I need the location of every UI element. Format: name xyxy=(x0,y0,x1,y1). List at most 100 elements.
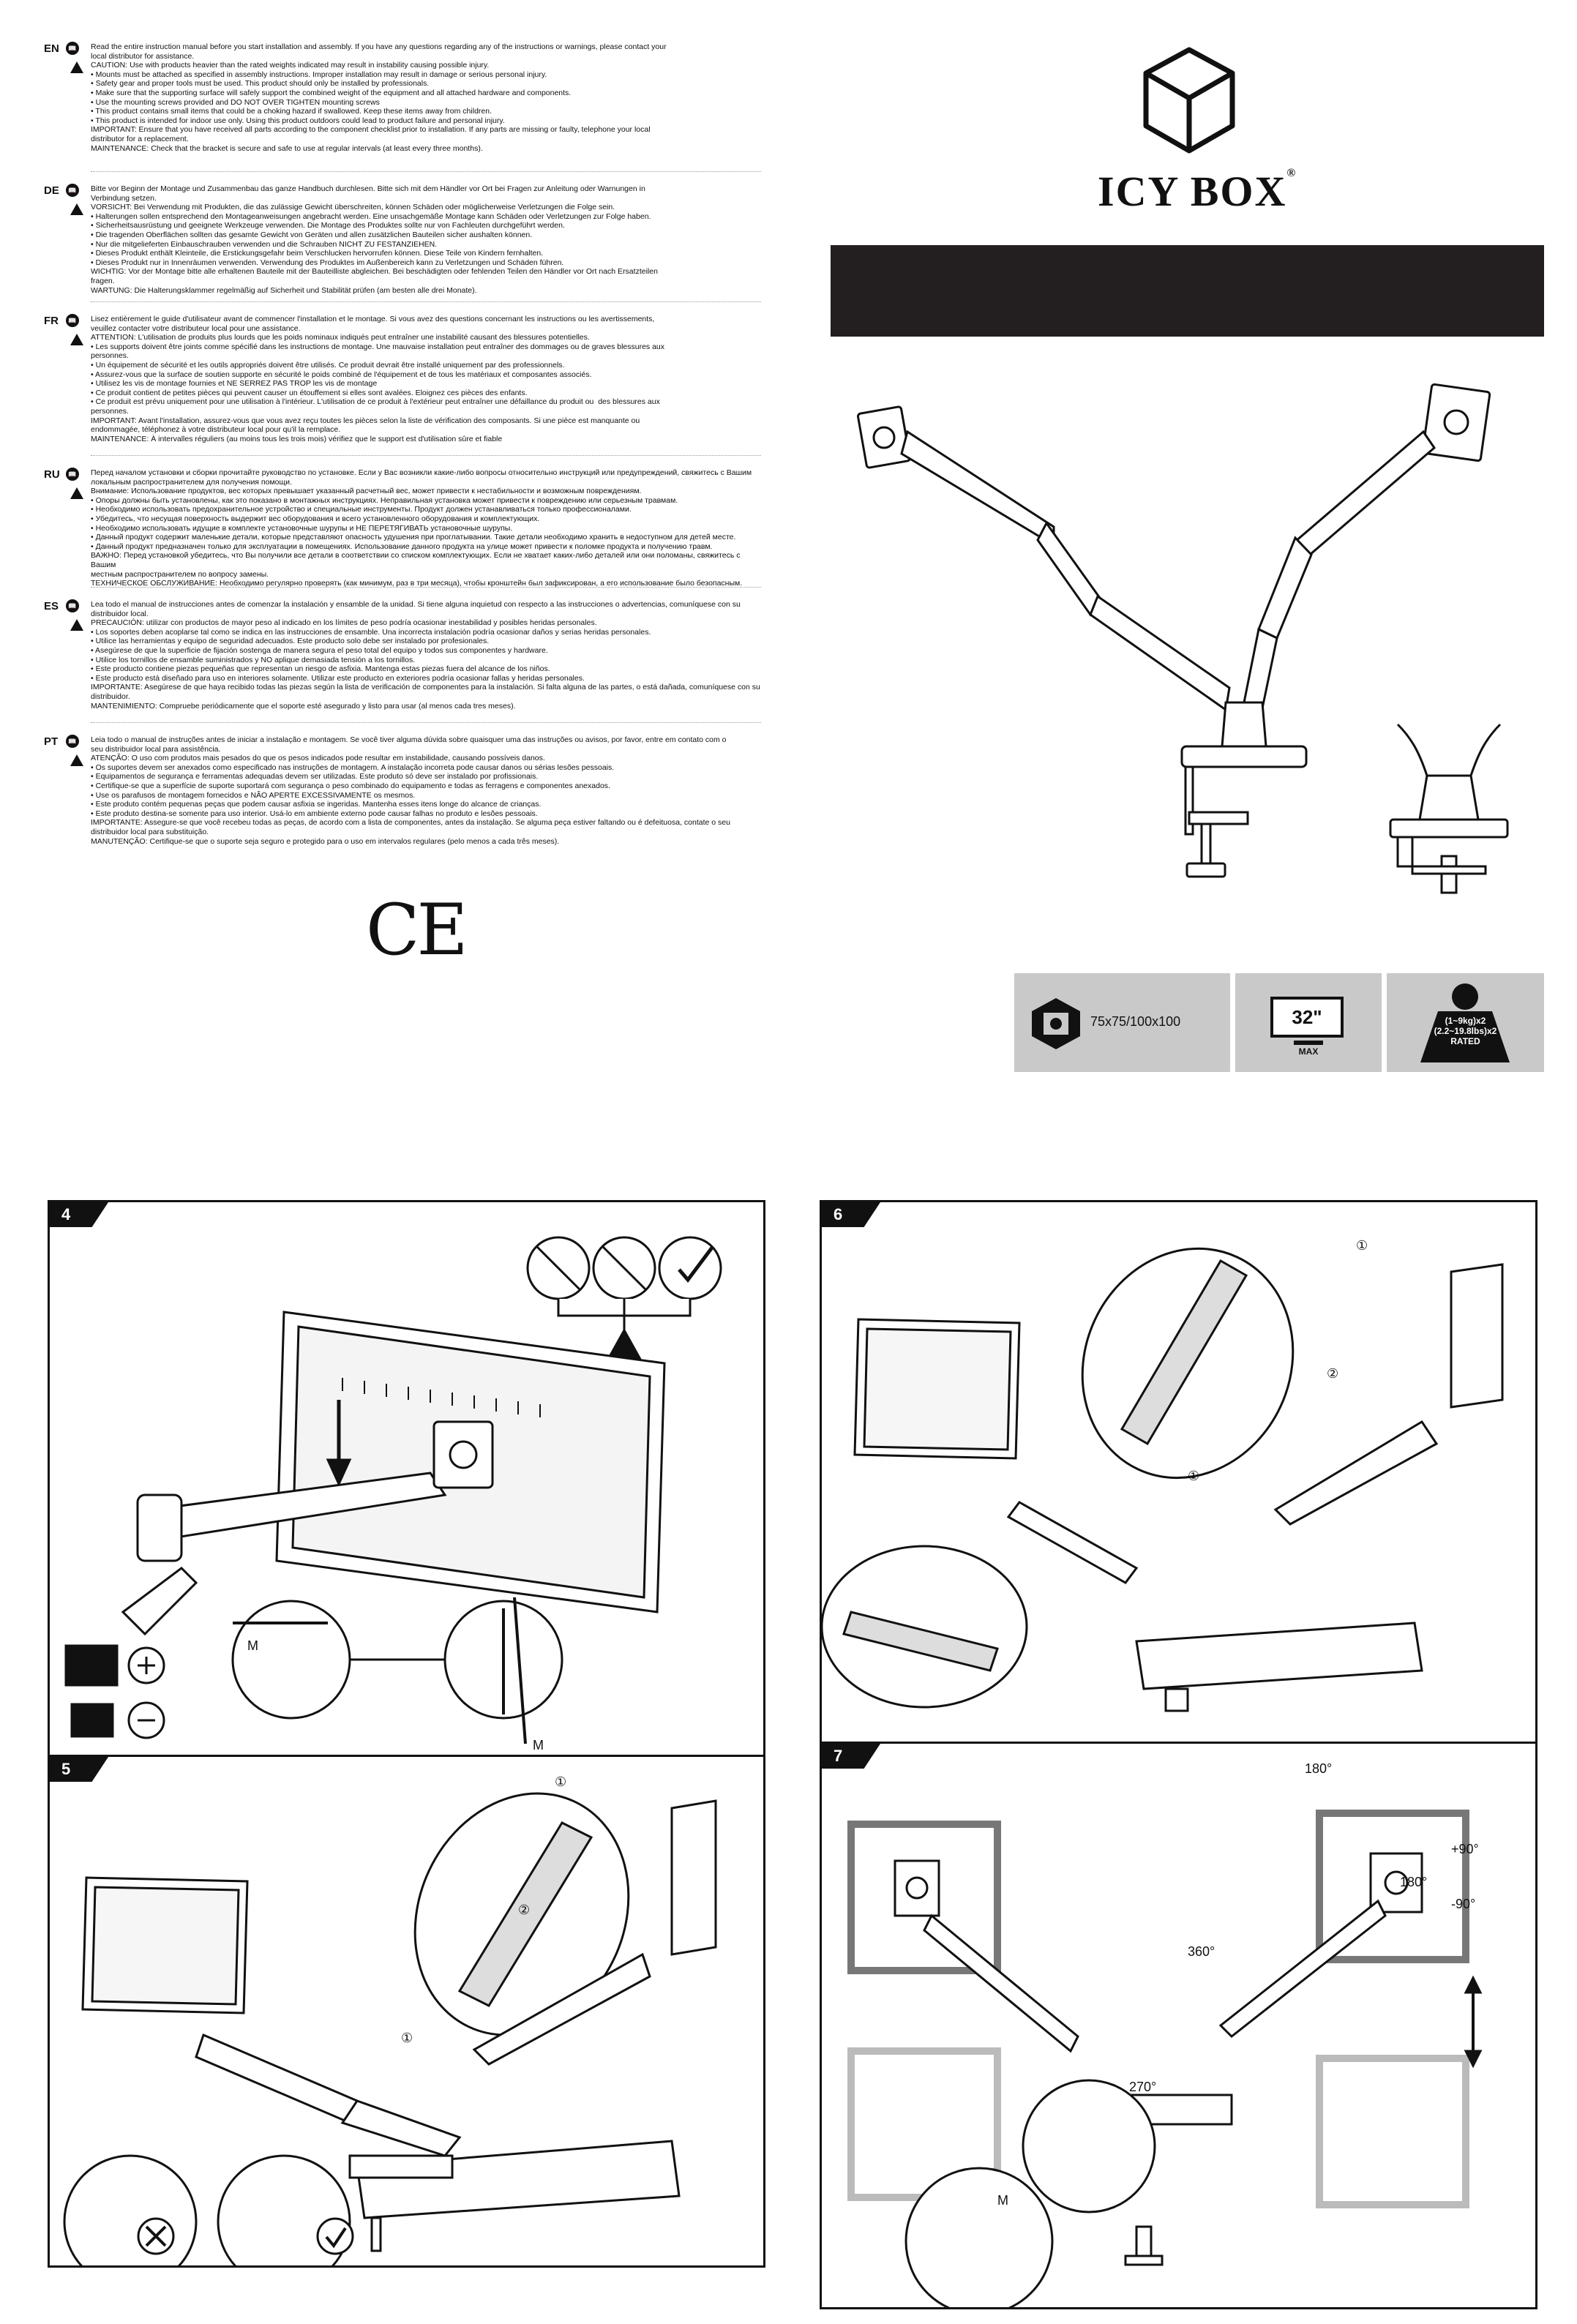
step-4-label-m1: M xyxy=(247,1638,258,1653)
step-5-illustration: ① ② ① xyxy=(63,1774,717,2265)
divider xyxy=(91,301,761,302)
safety-text: Bitte vor Beginn der Montage und Zusamme… xyxy=(91,184,761,295)
safety-line: personnes. xyxy=(91,351,129,361)
safety-line: • Ce produit contient de petites pièces … xyxy=(91,388,528,397)
safety-line: • Die tragenden Oberflächen sollten das … xyxy=(91,230,533,239)
safety-line: • Este producto está diseñado para uso e… xyxy=(91,673,585,683)
safety-line: • Assurez-vous que la surface de soutien… xyxy=(91,370,592,379)
safety-text: Перед началом установки и сборки прочита… xyxy=(91,468,761,588)
step-7-panel: 7 180° 180° +90° -90° 360° 270° M xyxy=(820,1742,1537,2309)
safety-line: • Equipamentos de segurança e ferramenta… xyxy=(91,772,539,781)
step-7-illustration: 180° 180° +90° -90° 360° 270° M xyxy=(847,1761,1483,2307)
spec-screen-size: 32" MAX xyxy=(1235,973,1382,1072)
safety-line: • Use the mounting screws provided and D… xyxy=(91,97,380,107)
safety-line: • Опоры должны быть установлены, как это… xyxy=(91,495,678,505)
safety-line: Внимание: Использование продуктов, вес к… xyxy=(91,487,642,496)
language-code: ES xyxy=(44,600,59,612)
safety-text: Leia todo o manual de instruções antes d… xyxy=(91,735,761,846)
safety-line: ATENÇÃO: O uso com produtos mais pesados… xyxy=(91,754,545,763)
safety-line: • Este produto destina-se somente para u… xyxy=(91,809,538,818)
safety-line: Перед началом установки и сборки прочита… xyxy=(91,468,752,477)
safety-line: • Un équipement de sécurité et les outil… xyxy=(91,360,565,370)
step-7-label-minus90: -90° xyxy=(1451,1897,1475,1911)
safety-line: • Убедитесь, что несущая поверхность выд… xyxy=(91,514,540,523)
safety-line: distribuidor local para substituição. xyxy=(91,827,209,836)
safety-line: • Необходимо использовать идущие в компл… xyxy=(91,523,513,533)
safety-line: • Dieses Produkt enthält Kleinteile, die… xyxy=(91,249,544,258)
step-7-label-180a: 180° xyxy=(1305,1761,1332,1776)
safety-line: CAUTION: Use with products heavier than … xyxy=(91,61,490,70)
step-6-label-1a: ① xyxy=(1356,1238,1368,1253)
safety-line: • Данный продукт предназначен только для… xyxy=(91,541,713,551)
product-illustration xyxy=(856,383,1491,878)
manual-icon: 📖 xyxy=(66,184,79,197)
title-bar xyxy=(831,245,1544,337)
brand-logo-text: ICY BOX® xyxy=(1098,167,1297,216)
safety-line: Read the entire instruction manual befor… xyxy=(91,42,667,51)
safety-line: MANUTENÇÃO: Certifique-se que o suporte … xyxy=(91,836,560,846)
safety-line: MAINTENANCE: À intervalles réguliers (au… xyxy=(91,434,503,443)
safety-line: local distributor for assistance. xyxy=(91,51,195,61)
safety-line: местным распространителем по вопросу зам… xyxy=(91,569,269,579)
safety-line: локальным распространителем для получени… xyxy=(91,477,292,487)
step-7-label-360: 360° xyxy=(1188,1944,1215,1959)
spec-vesa: 75x75/100x100 xyxy=(1014,973,1230,1072)
step-5-number: 5 xyxy=(50,1757,108,1782)
safety-line: Bitte vor Beginn der Montage und Zusamme… xyxy=(91,184,645,193)
registered-mark: ® xyxy=(1286,167,1297,179)
weight-text: (1~9kg)x2 (2.2~19.8lbs)x2 RATED xyxy=(1416,1016,1515,1046)
safety-line: IMPORTANTE: Asegúrese de que haya recibi… xyxy=(91,683,760,692)
safety-line: MAINTENANCE: Check that the bracket is s… xyxy=(91,143,483,153)
safety-line: IMPORTANT: Avant l'installation, assurez… xyxy=(91,416,640,425)
safety-text: Lea todo el manual de instrucciones ante… xyxy=(91,600,761,711)
step-5-label-1a: ① xyxy=(555,1774,566,1789)
safety-line: • Los soportes deben acoplarse tal como … xyxy=(91,627,651,637)
language-code: DE xyxy=(44,184,59,197)
safety-line: ТЕХНИЧЕСКОЕ ОБСЛУЖИВАНИЕ: Необходимо рег… xyxy=(91,579,743,588)
safety-line: seu distribuidor local para assistência. xyxy=(91,744,221,754)
safety-line: Lea todo el manual de instrucciones ante… xyxy=(91,600,741,609)
step-7-label-m: M xyxy=(997,2193,1008,2208)
manual-icon: 📖 xyxy=(66,599,79,612)
language-code: EN xyxy=(44,42,59,55)
safety-line: • Необходимо использовать предохранитель… xyxy=(91,505,632,514)
step-7-label-270: 270° xyxy=(1129,2080,1156,2094)
divider xyxy=(91,722,761,723)
safety-line: • Mounts must be attached as specified i… xyxy=(91,70,547,79)
safety-line: distribuidor. xyxy=(91,691,130,701)
manual-icon: 📖 xyxy=(66,468,79,481)
step-6-panel: 6 ① ② ① xyxy=(820,1200,1537,1746)
safety-line: • This product is intended for indoor us… xyxy=(91,116,505,125)
safety-line: • Asegúrese de que la superficie de fija… xyxy=(91,645,548,655)
safety-line: • Os suportes devem ser anexados como es… xyxy=(91,762,615,772)
safety-line: • This product contains small items that… xyxy=(91,107,492,116)
step-4-label-m2: M xyxy=(533,1738,544,1753)
safety-line: personnes. xyxy=(91,406,129,416)
safety-line: MANTENIMIENTO: Compruebe periódicamente … xyxy=(91,701,516,711)
step-4-illustration: M M xyxy=(64,1236,722,1753)
vesa-pattern-icon xyxy=(1032,998,1080,1049)
step-6-label-1b: ① xyxy=(1188,1469,1199,1483)
safety-line: IMPORTANT: Ensure that you have received… xyxy=(91,125,651,135)
vesa-spec: 75x75/100x100 xyxy=(1090,1014,1181,1029)
screen-size-sub: MAX xyxy=(1298,1046,1319,1057)
safety-line: endommagée, téléphonez à votre distribut… xyxy=(91,425,341,435)
divider xyxy=(91,455,761,456)
safety-line: WARTUNG: Die Halterungsklammer regelmäßi… xyxy=(91,285,477,295)
safety-line: • Utilice las herramientas y equipo de s… xyxy=(91,637,490,646)
safety-line: • Sicherheitsausrüstung und geeignete We… xyxy=(91,221,565,230)
safety-line: IMPORTANTE: Assegure-se que você recebeu… xyxy=(91,818,730,828)
safety-line: Lisez entièrement le guide d'utilisateur… xyxy=(91,315,655,323)
safety-line: • Este producto contiene piezas pequeñas… xyxy=(91,664,550,674)
ce-mark: CE xyxy=(366,889,468,971)
weight-kg: (1~9kg)x2 xyxy=(1445,1016,1486,1026)
safety-line: • Les supports doivent être joints comme… xyxy=(91,342,665,351)
step-7-label-180b: 180° xyxy=(1400,1875,1427,1889)
step-6-label-2: ② xyxy=(1327,1366,1338,1381)
safety-line: • Este produto contém pequenas peças que… xyxy=(91,800,542,809)
weight-rated: RATED xyxy=(1450,1036,1480,1046)
weight-icon xyxy=(1420,983,1510,1062)
safety-line: distribuidor local. xyxy=(91,609,149,618)
safety-line: • Nur die mitgelieferten Einbauschrauben… xyxy=(91,239,438,249)
language-code: PT xyxy=(44,735,59,748)
